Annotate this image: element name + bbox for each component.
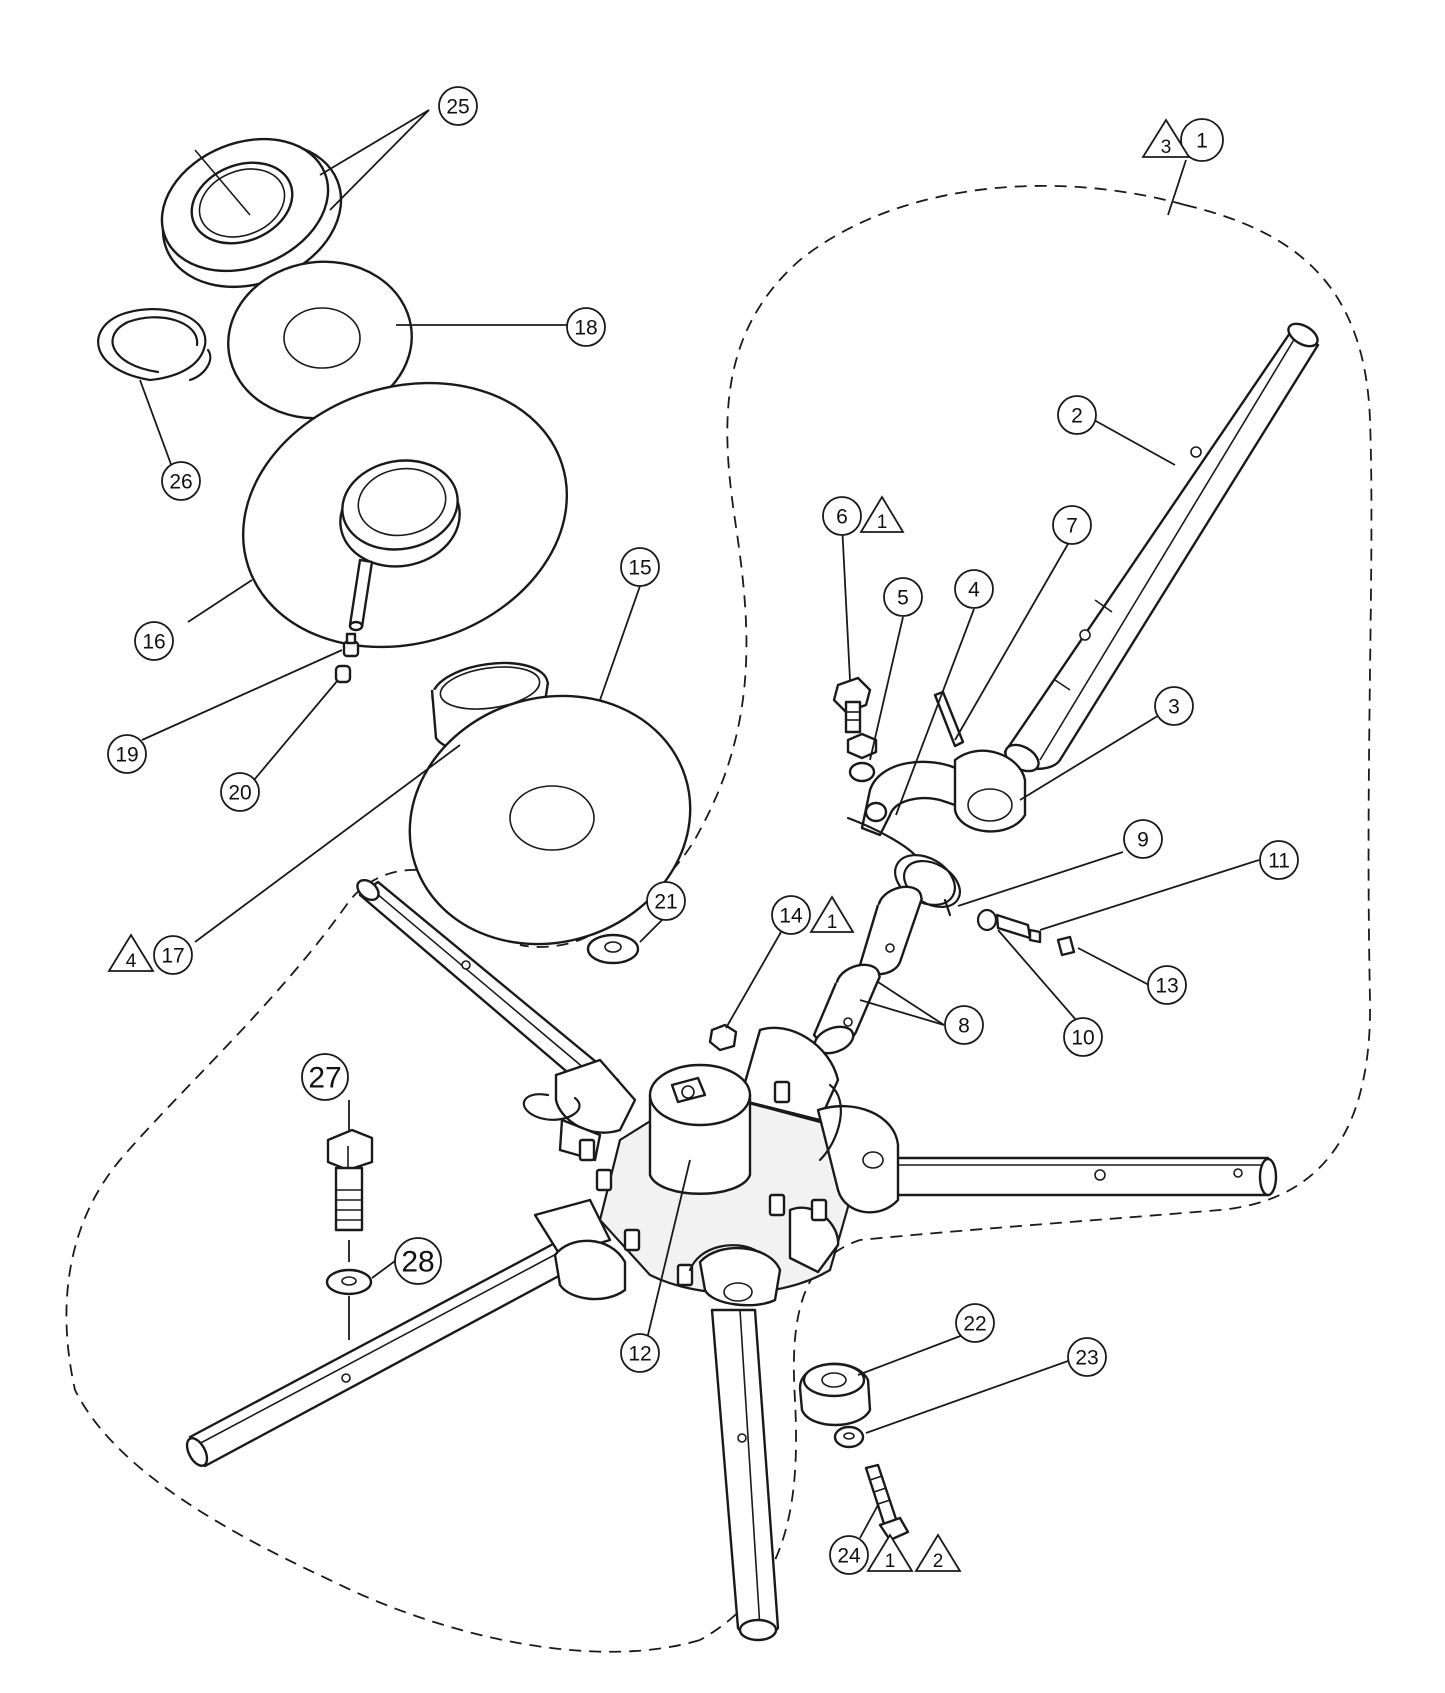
callout-28: 28 — [394, 1237, 442, 1285]
callout-14: 14 — [771, 895, 811, 935]
callout-27: 27 — [301, 1053, 349, 1101]
callout-6: 6 — [822, 496, 862, 536]
callout-8: 8 — [944, 1005, 984, 1045]
callout-10-label: 10 — [1071, 1027, 1094, 1050]
note-triangle-3-label: 3 — [1161, 137, 1172, 158]
note-triangle-2-label: 2 — [933, 1551, 944, 1572]
callout-2: 2 — [1057, 395, 1097, 435]
callout-13-label: 13 — [1155, 975, 1178, 998]
callout-20: 20 — [220, 772, 260, 812]
callout-4-label: 4 — [968, 579, 980, 602]
note-triangle-1-bolt: 1 — [859, 495, 905, 533]
callout-3: 3 — [1154, 686, 1194, 726]
callout-15: 15 — [620, 547, 660, 587]
center-fitting-part — [708, 1023, 738, 1052]
large-hex-bolt-part — [326, 1128, 374, 1232]
callout-12-label: 12 — [628, 1343, 651, 1366]
callout-22-label: 22 — [963, 1313, 986, 1336]
callout-8-label: 8 — [958, 1015, 970, 1038]
leader-lines — [139, 109, 1260, 1539]
callout-14-label: 14 — [779, 905, 803, 928]
bushing-upper-part — [858, 885, 924, 976]
callout-12: 12 — [620, 1333, 660, 1373]
cap-part — [334, 664, 352, 684]
hex-bolt-part — [832, 676, 872, 734]
pin-part — [933, 690, 965, 748]
hex-nut-part — [846, 732, 878, 760]
callout-26-label: 26 — [169, 471, 192, 494]
callout-19-label: 19 — [115, 744, 138, 767]
callout-17: 17 — [153, 935, 193, 975]
dust-cap-part — [1056, 935, 1076, 957]
callout-24: 24 — [829, 1535, 869, 1575]
note-triangle-2: 2 — [914, 1533, 962, 1572]
assembly-boundary-right — [699, 204, 1373, 1641]
callout-7: 7 — [1052, 505, 1092, 545]
callout-6-label: 6 — [836, 506, 848, 529]
callout-11-label: 11 — [1268, 850, 1290, 873]
bushing-lower-part — [812, 963, 882, 1055]
callout-18-label: 18 — [574, 317, 597, 340]
callout-2-label: 2 — [1071, 405, 1083, 428]
large-plate-part — [241, 381, 569, 649]
callout-19: 19 — [107, 734, 147, 774]
callout-22: 22 — [955, 1303, 995, 1343]
note-triangle-3: 3 — [1141, 118, 1191, 158]
grease-zerk-part — [995, 913, 1042, 944]
hub-assembly-part — [185, 878, 1278, 1642]
callout-20-label: 20 — [228, 782, 251, 805]
small-nut-part — [864, 801, 888, 823]
note-triangle-1-fitting-label: 1 — [827, 912, 838, 933]
callout-9-label: 9 — [1137, 829, 1149, 852]
note-triangle-1-bolt-label: 1 — [877, 512, 888, 533]
callout-4: 4 — [954, 569, 994, 609]
callout-16: 16 — [134, 621, 174, 661]
note-triangle-1-carriage: 1 — [866, 1533, 914, 1572]
assembly-boundary-lower — [65, 869, 701, 1653]
rubber-bumper-part — [798, 1362, 872, 1427]
callout-26: 26 — [161, 461, 201, 501]
lock-washer-part — [848, 761, 876, 783]
callout-3-label: 3 — [1168, 696, 1180, 719]
callout-23-label: 23 — [1075, 1347, 1098, 1370]
callout-5-label: 5 — [897, 587, 909, 610]
washer-part — [586, 933, 640, 965]
callout-27-label: 27 — [308, 1062, 341, 1095]
callout-21-label: 21 — [654, 891, 677, 914]
carriage-bolt-part — [864, 1463, 910, 1542]
callout-25: 25 — [438, 86, 478, 126]
callout-5: 5 — [883, 577, 923, 617]
note-triangle-1-carriage-label: 1 — [885, 1551, 896, 1572]
flat-washer-part — [325, 1268, 373, 1296]
callout-11: 11 — [1259, 840, 1299, 880]
callout-1: 1 — [1180, 118, 1224, 162]
thin-disc-part — [408, 694, 692, 946]
snap-ring-part — [97, 308, 212, 382]
callout-1-label: 1 — [1196, 130, 1208, 153]
callout-16-label: 16 — [142, 631, 165, 654]
callout-15-label: 15 — [628, 557, 651, 580]
callout-9: 9 — [1123, 819, 1163, 859]
callout-18: 18 — [566, 307, 606, 347]
callout-21: 21 — [646, 881, 686, 921]
callout-25-label: 25 — [446, 96, 469, 119]
bracket-part — [860, 749, 1027, 837]
callout-23: 23 — [1067, 1337, 1107, 1377]
callout-17-label: 17 — [161, 945, 184, 968]
callout-10: 10 — [1063, 1017, 1103, 1057]
spring-washer-part — [976, 908, 998, 932]
callout-28-label: 28 — [401, 1246, 434, 1279]
callout-24-label: 24 — [837, 1545, 861, 1568]
callout-13: 13 — [1147, 965, 1187, 1005]
note-triangle-4-label: 4 — [126, 951, 137, 972]
callout-7-label: 7 — [1066, 515, 1078, 538]
grease-fitting-part — [342, 632, 360, 658]
small-washer-part — [833, 1425, 865, 1449]
note-triangle-1-fitting: 1 — [809, 895, 855, 933]
note-triangle-4: 4 — [107, 933, 155, 972]
